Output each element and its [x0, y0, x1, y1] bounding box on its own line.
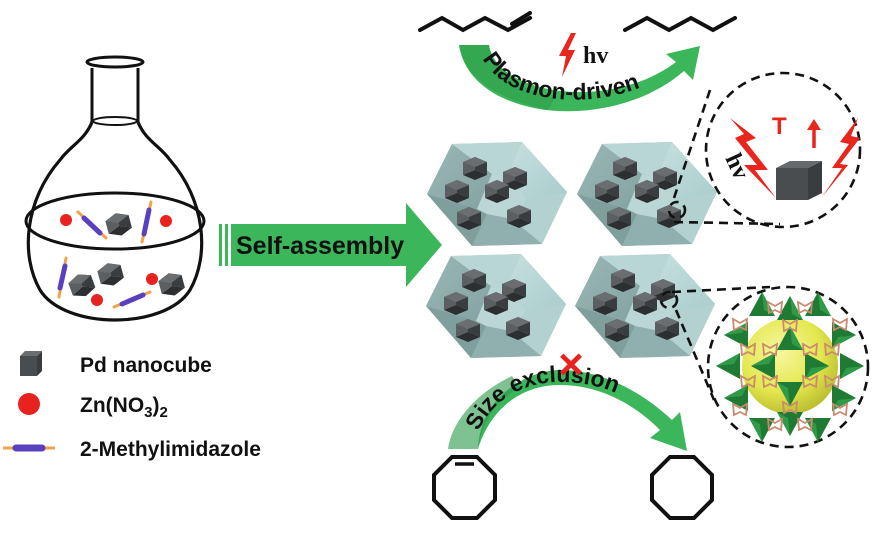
- pd-nanocube-icon: [20, 351, 42, 376]
- self-assembly-label: Self-assembly: [236, 232, 404, 260]
- round-bottom-flask: [24, 55, 206, 322]
- lightning-icon-right: [822, 118, 860, 197]
- crystal-top-right: [577, 142, 717, 246]
- cyclooctane-molecule: [650, 455, 714, 520]
- hexene-molecule: [418, 15, 532, 33]
- self-assembly-arrow: Self-assembly: [219, 203, 442, 287]
- cyclooctene-molecule: [432, 455, 497, 520]
- legend-label-zn-nitrate: Zn(NO3)2: [80, 394, 168, 421]
- size-exclusion-label: Size exclusion: [460, 361, 624, 434]
- blocked-x-marker: ×: [558, 340, 584, 389]
- flask-contents: [57, 200, 187, 309]
- legend-label-methylimidazole: 2-Methylimidazole: [80, 438, 261, 461]
- crystal-bottom-right: [575, 254, 715, 358]
- zn-nitrate-dot-icon: [18, 393, 40, 415]
- legend: Pd nanocube Zn(NO3)2 2-Methylimidazole: [3, 351, 261, 461]
- legend-label-pd-nanocube: Pd nanocube: [80, 354, 212, 377]
- temperature-up-arrow-icon: [807, 119, 821, 148]
- lightning-icon: [559, 33, 576, 77]
- heated-pd-cube-icon: [776, 161, 822, 200]
- plasmon-driven-reaction: Plasmon-driven hv: [418, 11, 737, 112]
- zif-pore-inset: [659, 285, 870, 449]
- pd-zif8-crystals: [426, 142, 717, 358]
- lightning-icon-left: [730, 118, 776, 198]
- size-exclusion-reaction: Size exclusion ×: [432, 340, 714, 520]
- crystal-bottom-left: [426, 254, 566, 358]
- crystal-top-left: [427, 142, 567, 246]
- hv-label-top: hv: [583, 43, 608, 69]
- temperature-label: T: [772, 113, 787, 140]
- hexane-molecule: [623, 15, 737, 33]
